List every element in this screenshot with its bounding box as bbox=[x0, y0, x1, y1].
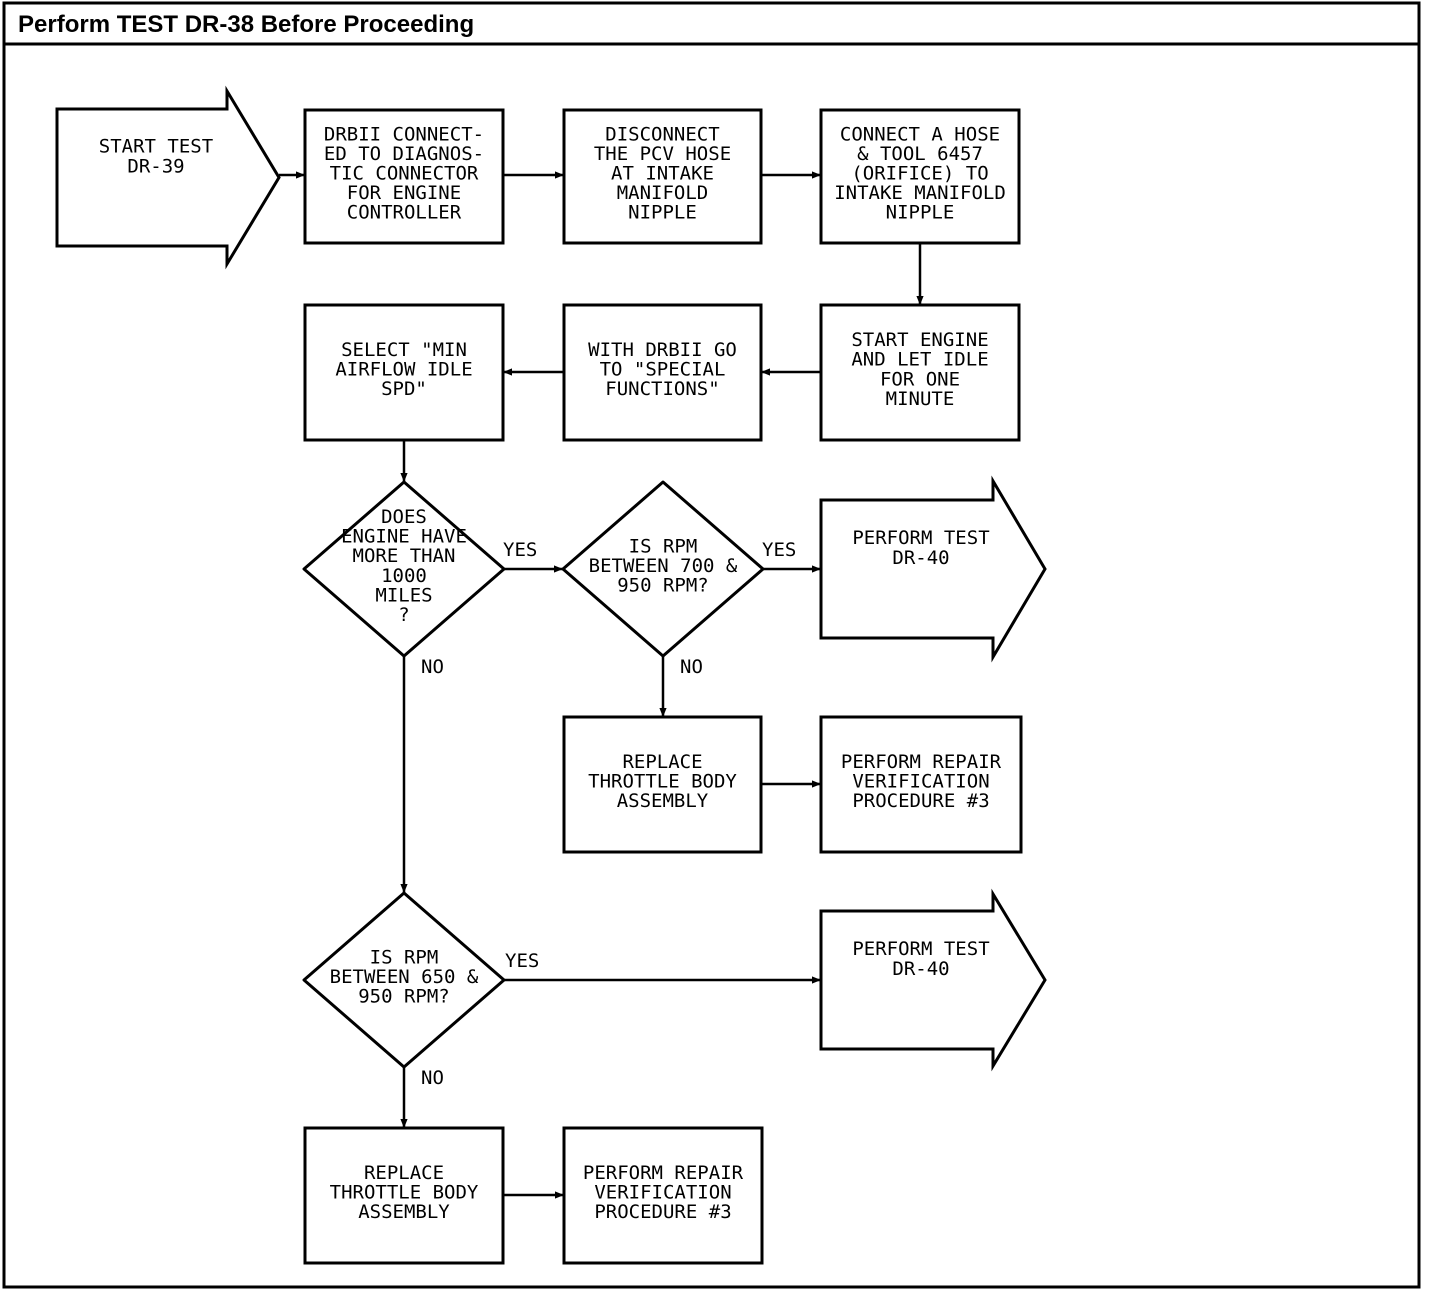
process-box bbox=[303, 303, 505, 442]
process-box bbox=[819, 715, 1023, 854]
node-text-line: REPLACE bbox=[622, 751, 702, 773]
node-text-line: VERIFICATION bbox=[594, 1182, 731, 1204]
node-text-line: AIRFLOW IDLE bbox=[335, 359, 472, 381]
node-text-line: THE PCV HOSE bbox=[594, 143, 731, 165]
process-box bbox=[562, 715, 763, 854]
node-text-line: (ORIFICE) TO bbox=[851, 163, 988, 185]
node-text-line: THROTTLE BODY bbox=[588, 771, 737, 793]
process-box bbox=[562, 108, 763, 245]
node-text-line: TO "SPECIAL bbox=[600, 359, 726, 381]
edge-label-yes: YES bbox=[762, 539, 796, 561]
node-text-line: MINUTE bbox=[886, 388, 955, 410]
decision-diamond bbox=[302, 480, 506, 658]
node-text-line: DR-40 bbox=[892, 958, 949, 980]
node-text-line: PERFORM TEST bbox=[852, 527, 989, 549]
node-text-line: SPD" bbox=[381, 378, 427, 400]
node-text-line: DOES bbox=[381, 506, 427, 528]
decision-diamond bbox=[561, 480, 765, 658]
node-text-line: ASSEMBLY bbox=[358, 1201, 450, 1223]
node-text-line: BETWEEN 650 & bbox=[330, 966, 479, 988]
node-text-line: INTAKE MANIFOLD bbox=[834, 182, 1006, 204]
node-text-line: 950 RPM? bbox=[358, 986, 450, 1008]
node-text-line: NIPPLE bbox=[886, 202, 955, 224]
node-text-line: THROTTLE BODY bbox=[330, 1182, 479, 1204]
node-connect: CONNECT A HOSE& TOOL 6457(ORIFICE) TOINT… bbox=[819, 108, 1021, 245]
arrow-terminal bbox=[819, 888, 1047, 1072]
node-text-line: REPLACE bbox=[364, 1162, 444, 1184]
node-text-line: IS RPM bbox=[370, 946, 439, 968]
node-text-line: PERFORM REPAIR bbox=[583, 1162, 744, 1184]
node-text-line: ASSEMBLY bbox=[617, 790, 709, 812]
process-box bbox=[562, 1126, 764, 1265]
node-text-line: PROCEDURE #3 bbox=[594, 1201, 731, 1223]
arrow-terminal bbox=[55, 85, 281, 270]
arrow-terminal bbox=[819, 475, 1047, 663]
process-box bbox=[819, 303, 1021, 442]
node-text-line: WITH DRBII GO bbox=[588, 339, 737, 361]
node-text-line: PROCEDURE #3 bbox=[852, 790, 989, 812]
node-text-line: DISCONNECT bbox=[605, 123, 719, 145]
process-box bbox=[819, 108, 1021, 245]
process-box bbox=[303, 1126, 505, 1265]
node-text-line: ? bbox=[398, 604, 409, 626]
node-text-line: PERFORM TEST bbox=[852, 938, 989, 960]
node-text-line: BETWEEN 700 & bbox=[589, 555, 738, 577]
node-text-line: MANIFOLD bbox=[617, 182, 709, 204]
node-text-line: FUNCTIONS" bbox=[605, 378, 719, 400]
process-box bbox=[562, 303, 763, 442]
node-text-line: MILES bbox=[375, 584, 432, 606]
edge-label-yes: YES bbox=[503, 539, 537, 561]
node-text-line: CONTROLLER bbox=[347, 202, 462, 224]
node-text-line: 950 RPM? bbox=[617, 575, 709, 597]
edge-label-no: NO bbox=[421, 1067, 444, 1089]
node-text-line: & TOOL 6457 bbox=[857, 143, 983, 165]
node-text-line: FOR ONE bbox=[880, 368, 960, 390]
node-text-line: PERFORM REPAIR bbox=[841, 751, 1002, 773]
node-text-line: AT INTAKE bbox=[611, 163, 714, 185]
node-text-line: START TEST bbox=[99, 136, 213, 158]
node-text-line: DRBII CONNECT- bbox=[324, 123, 484, 145]
node-text-line: NIPPLE bbox=[628, 202, 697, 224]
process-box bbox=[303, 108, 505, 245]
node-text-line: DR-40 bbox=[892, 547, 949, 569]
node-text-line: 1000 bbox=[381, 565, 427, 587]
node-text-line: MORE THAN bbox=[353, 545, 456, 567]
edge-label-no: NO bbox=[421, 656, 444, 678]
edge-label-no: NO bbox=[680, 656, 703, 678]
node-text-line: VERIFICATION bbox=[852, 771, 989, 793]
node-text-line: SELECT "MIN bbox=[341, 339, 467, 361]
node-text-line: CONNECT A HOSE bbox=[840, 123, 1000, 145]
edges-layer bbox=[279, 171, 924, 1199]
decision-diamond bbox=[302, 891, 506, 1069]
node-drbii: DRBII CONNECT-ED TO DIAGNOS-TIC CONNECTO… bbox=[303, 108, 505, 245]
node-text-line: START ENGINE bbox=[851, 329, 988, 351]
node-text-line: FOR ENGINE bbox=[347, 182, 461, 204]
node-text-line: TIC CONNECTOR bbox=[330, 163, 479, 185]
node-text-line: DR-39 bbox=[127, 155, 184, 177]
node-text-line: IS RPM bbox=[629, 535, 698, 557]
edge-label-yes: YES bbox=[505, 950, 539, 972]
page-title: Perform TEST DR-38 Before Proceeding bbox=[18, 11, 474, 38]
edge-labels-layer: YES YES NO NO YES NO bbox=[421, 539, 796, 1089]
node-text-line: AND LET IDLE bbox=[851, 349, 988, 371]
node-text-line: ENGINE HAVE bbox=[341, 526, 467, 548]
node-text-line: ED TO DIAGNOS- bbox=[324, 143, 484, 165]
